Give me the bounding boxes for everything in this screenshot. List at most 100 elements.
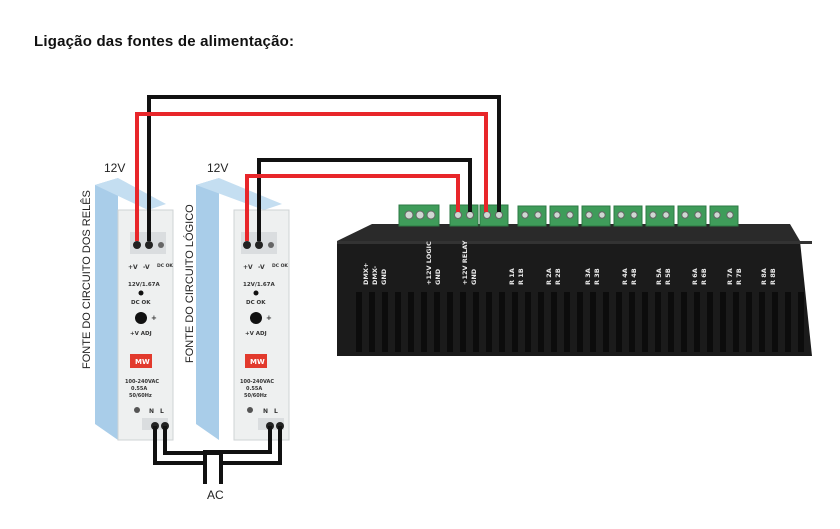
vent-slot [629,292,635,352]
psu-relay-logo [130,354,152,368]
vent-slot [668,292,674,352]
terminal-label: R 1A [508,268,516,285]
psu-logic-adj-label: +V ADJ [245,331,267,337]
terminal-screw [534,211,542,219]
terminal-screw [726,211,734,219]
terminal-screw [617,211,625,219]
psu-logic-logo [245,354,267,368]
terminal-screw [521,211,529,219]
terminal-label: R 3B [593,268,601,285]
psu-logic-n-label: N [263,408,268,415]
vent-slot [551,292,557,352]
psu-relay-rating: 12V/1.67A [128,282,160,288]
vent-slot [369,292,375,352]
wires [135,95,501,484]
psu-relay-pos-label: +V [128,264,138,271]
svg-text:+: + [151,314,157,322]
psu-logic-neg-label: -V [258,264,265,271]
terminal-screw [649,211,657,219]
terminal-label: R 8A [760,268,768,285]
vent-slot [525,292,531,352]
terminal-block-relay-3 [581,205,611,227]
terminal-label: R 2B [554,268,562,285]
psu-logic-spec-1: 100-240VAC [240,379,274,385]
psu-logic-pos-label: +V [243,264,253,271]
psu-logic-side-label: FONTE DO CIRCUITO LÓGICO [183,204,196,363]
psu-relay-adj-knob [135,312,147,324]
wire-relay-positive [135,112,488,241]
terminal-label: GND [380,268,388,285]
terminal-label: R 7A [726,268,734,285]
psu-logic-terminal-pos [243,241,251,249]
terminal-screw [630,211,638,219]
psu-relay: +V -V DC OK 12V/1.67A DC OK + +V ADJ MW … [95,178,174,441]
vent-slot [421,292,427,352]
terminal-label: R 4A [621,268,629,285]
vent-slot [681,292,687,352]
terminal-label: DMX+ [362,263,370,285]
terminal-block-relay-7 [709,205,739,227]
vent-slot [447,292,453,352]
psu-logic-voltage: 12V [207,161,228,175]
psu-relay-neg-label: -V [143,264,150,271]
psu-relay-terminal-neg [145,241,153,249]
psu-logic-rating: 12V/1.67A [243,282,275,288]
vent-slot [473,292,479,352]
terminal-block-relay-5 [645,205,675,227]
vent-slot [785,292,791,352]
psu-logic-dcok: DC OK [246,300,266,306]
terminal-label: R 2A [545,268,553,285]
vent-slot [642,292,648,352]
terminal-screw [598,211,606,219]
psu-relay-brand: MW [135,358,150,366]
vent-slot [564,292,570,352]
terminal-block-relay-1 [517,205,547,227]
psu-relay-adj-label: +V ADJ [130,331,152,337]
vent-slot [746,292,752,352]
wire-relay-negative [147,95,501,241]
psu-logic-spec-3: 50/60Hz [244,393,267,399]
vent-slot [408,292,414,352]
psu-relay-voltage: 12V [104,161,125,175]
vent-slot [434,292,440,352]
terminal-screw [662,211,670,219]
wire-logic-positive [245,174,460,241]
terminal-screw [553,211,561,219]
terminal-screw [713,211,721,219]
psu-logic-side [196,178,219,440]
vent-slot [356,292,362,352]
terminal-screw [694,211,702,219]
terminal-label: R 8B [769,268,777,285]
vent-slot [759,292,765,352]
vent-slot [577,292,583,352]
vent-slot [460,292,466,352]
psu-relay-spec-2: 0.55A [131,386,147,392]
psu-relay-dcok-label: DC OK [157,263,173,269]
psu-logic-spec-2: 0.55A [246,386,262,392]
vent-slot [486,292,492,352]
vent-slot [499,292,505,352]
vent-slot [538,292,544,352]
psu-logic-adj-knob [250,312,262,324]
terminal-label: DMX- [371,266,379,285]
terminal-block-relay-6 [677,205,707,227]
psu-relay-l-label: L [160,408,164,415]
vent-slot [720,292,726,352]
terminal-blocks [398,204,739,227]
terminal-block-relay-2 [549,205,579,227]
vent-slot [512,292,518,352]
vent-slot [603,292,609,352]
vent-slot [694,292,700,352]
page-heading: Ligação das fontes de alimentação: [34,33,295,50]
terminal-label: R 7B [735,268,743,285]
psu-relay-spec-3: 50/60Hz [129,393,152,399]
terminal-label: R 1B [517,268,525,285]
terminal-screw [681,211,689,219]
terminal-label: R 6A [691,268,699,285]
vent-slot [382,292,388,352]
controller-body [337,241,812,356]
psu-relay-spec-1: 100-240VAC [125,379,159,385]
wire-ac-line [163,426,282,465]
terminal-label: +12V RELAY [461,240,469,285]
